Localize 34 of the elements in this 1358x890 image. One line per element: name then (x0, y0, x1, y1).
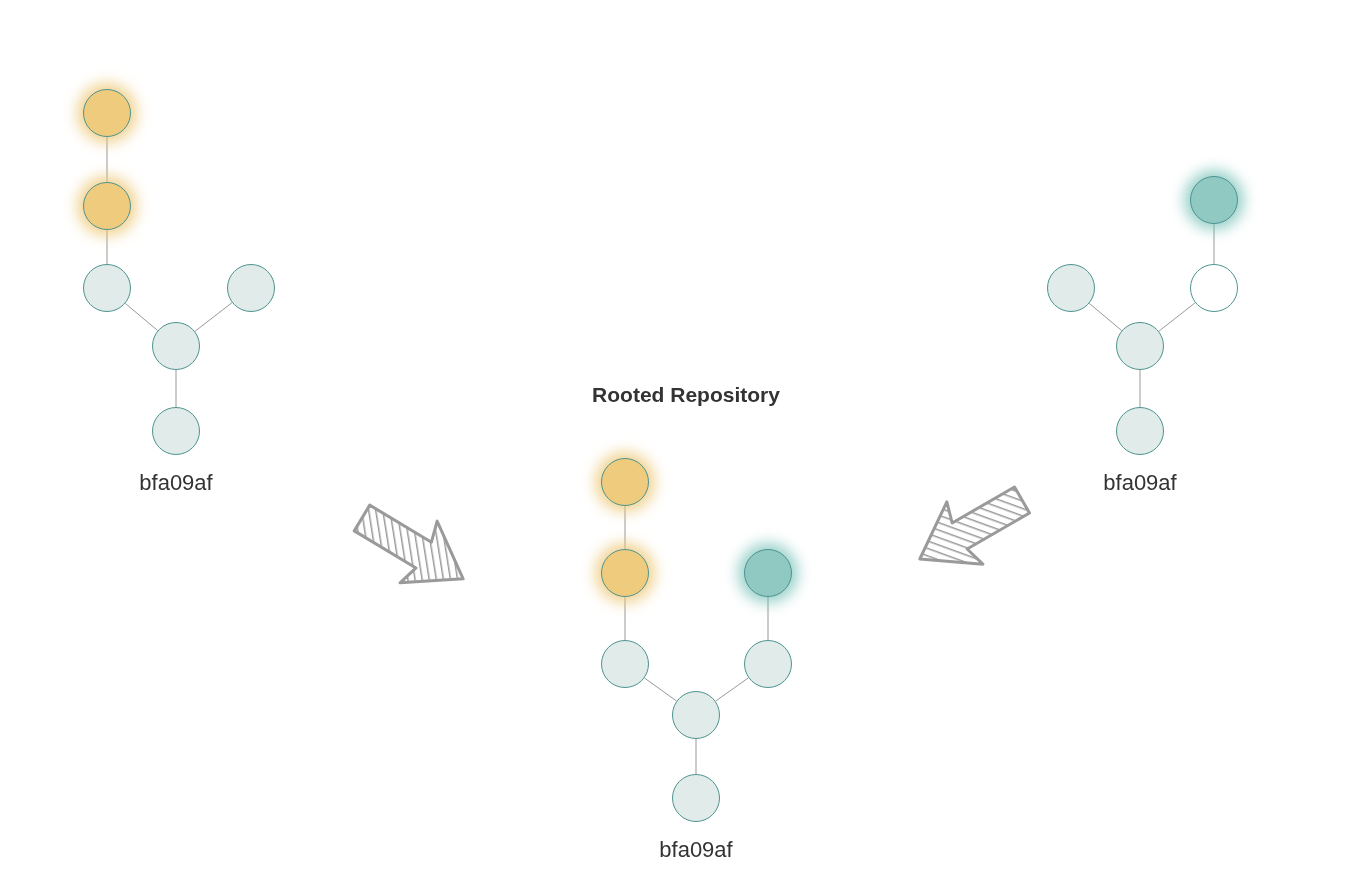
commit-hash: bfa09af (659, 837, 733, 863)
connector-line (106, 136, 108, 183)
commit-circle (227, 264, 275, 312)
commit-circle (1190, 264, 1238, 312)
connector-line (644, 677, 677, 702)
commit-circle (152, 322, 200, 370)
commit-circle (1116, 322, 1164, 370)
commit-circle (83, 264, 131, 312)
commit-circle (601, 549, 649, 597)
commit-circle (83, 182, 131, 230)
connector-line (767, 596, 769, 641)
connector-line (1213, 223, 1215, 265)
commit-circle (1047, 264, 1095, 312)
connector-line (106, 229, 108, 265)
connector-line (175, 369, 177, 408)
commit-circle (744, 640, 792, 688)
connector-line (715, 677, 749, 702)
connector-line (1088, 302, 1123, 332)
commit-hash: bfa09af (139, 470, 213, 496)
commit-circle (601, 458, 649, 506)
connector-line (695, 738, 697, 775)
commit-circle (601, 640, 649, 688)
diagram-title: Rooted Repository (592, 383, 780, 407)
connector-line (1139, 369, 1141, 408)
connector-line (624, 596, 626, 641)
commit-circle (744, 549, 792, 597)
commit-hash: bfa09af (1103, 470, 1177, 496)
commit-circle (83, 89, 131, 137)
commit-circle (1190, 176, 1238, 224)
commit-circle (672, 691, 720, 739)
connector-line (1158, 302, 1196, 332)
connector-line (624, 505, 626, 550)
connector-line (124, 302, 159, 332)
connector-line (194, 302, 233, 332)
